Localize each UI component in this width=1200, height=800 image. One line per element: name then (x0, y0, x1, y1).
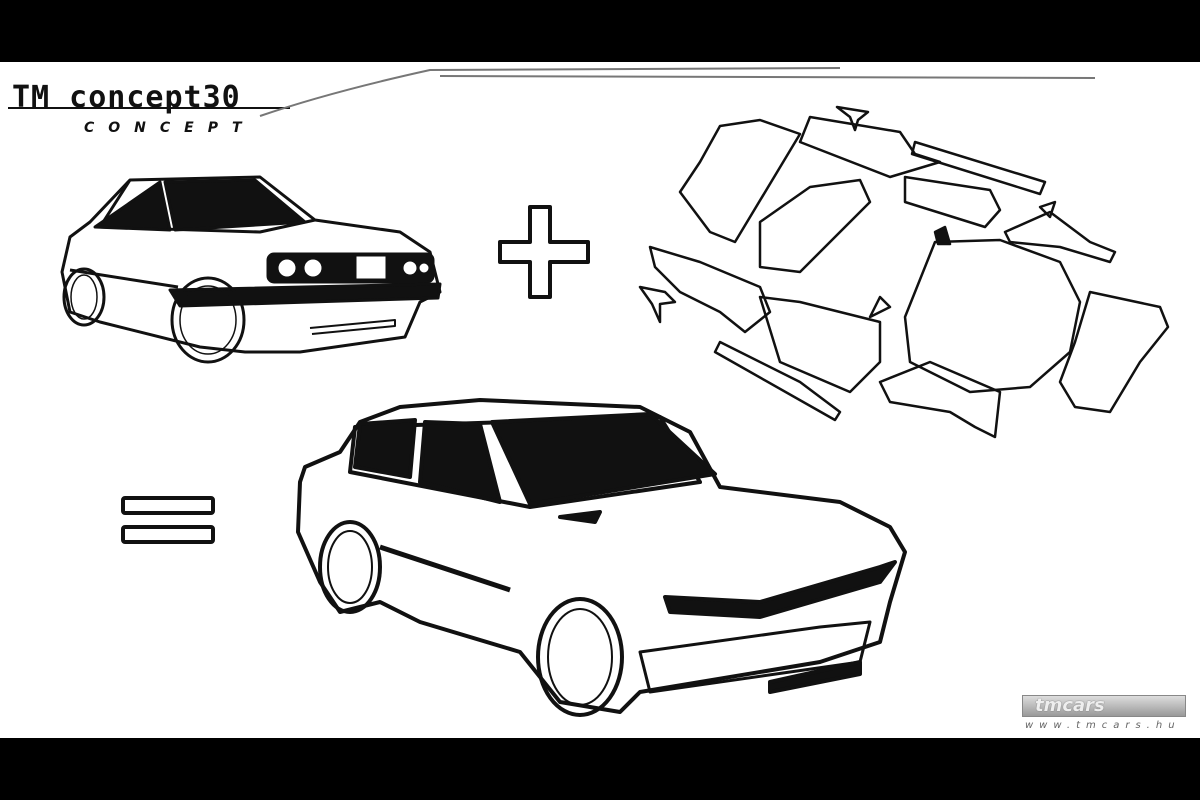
header-lines (8, 67, 1096, 117)
original-car-drawing (60, 175, 442, 364)
body-kit-parts-drawing (638, 105, 1170, 439)
title: TM concept30 (12, 80, 241, 115)
concept-car-drawing (296, 398, 907, 717)
line-art (8, 67, 1170, 717)
subtitle: CONCEPT (84, 120, 256, 136)
equals-sign (121, 496, 215, 544)
plus-sign (498, 205, 590, 299)
watermark-logo: tmcars (1022, 695, 1186, 717)
watermark-url: www.tmcars.hu (1025, 720, 1181, 731)
illustration-canvas: TM concept30 CONCEPT tmcars www.tmcars.h… (0, 62, 1200, 738)
